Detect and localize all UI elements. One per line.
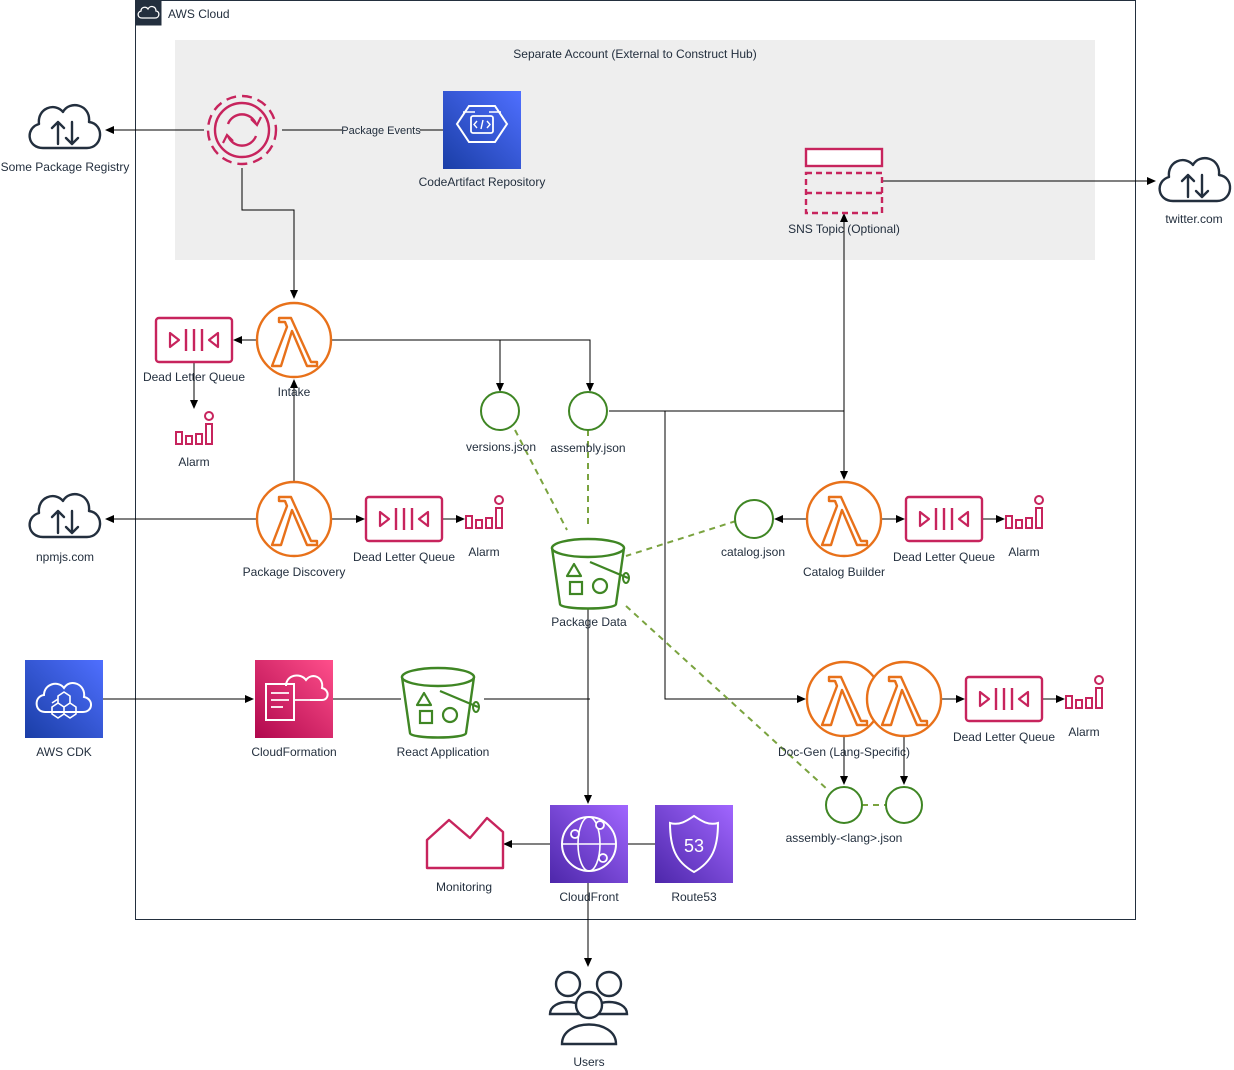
cloudformation-icon bbox=[255, 660, 333, 738]
lambda-icon bbox=[865, 660, 943, 738]
cloud-icon bbox=[137, 5, 160, 19]
aws-cdk-icon bbox=[25, 660, 103, 738]
versions-json-label: versions.json bbox=[466, 440, 536, 454]
catalog-alarm-label: Alarm bbox=[1008, 545, 1039, 559]
docgen-alarm-label: Alarm bbox=[1068, 725, 1099, 739]
aws-cloud-group bbox=[135, 0, 1136, 920]
users-label: Users bbox=[573, 1055, 604, 1069]
alarm-icon bbox=[1065, 675, 1104, 709]
queue-icon bbox=[154, 316, 234, 364]
twitter-label: twitter.com bbox=[1165, 212, 1222, 226]
catalog-builder-label: Catalog Builder bbox=[803, 565, 885, 579]
sns-topic-label: SNS Topic (Optional) bbox=[788, 222, 900, 236]
queue-icon bbox=[364, 495, 444, 543]
edge-intake-to-assembly bbox=[332, 339, 594, 392]
assoc-lang-data bbox=[625, 605, 829, 791]
route53-label: Route53 bbox=[671, 890, 717, 904]
monitoring-label: Monitoring bbox=[436, 880, 492, 894]
cloudformation-label: CloudFormation bbox=[251, 745, 336, 759]
aws-cdk-label: AWS CDK bbox=[36, 745, 92, 759]
package-events-label: Package Events bbox=[341, 125, 421, 137]
npmjs-label: npmjs.com bbox=[36, 550, 94, 564]
codeartifact-icon bbox=[443, 91, 521, 169]
lambda-icon bbox=[255, 480, 333, 558]
edge-gear-to-intake bbox=[241, 168, 298, 299]
alarm-icon bbox=[465, 495, 504, 529]
catalog-dlq-label: Dead Letter Queue bbox=[893, 550, 995, 564]
users-icon bbox=[548, 970, 629, 1046]
route53-badge-text: 53 bbox=[684, 836, 704, 856]
react-app-label: React Application bbox=[397, 745, 490, 759]
connectors bbox=[103, 126, 1156, 967]
intake-dlq-label: Dead Letter Queue bbox=[143, 370, 245, 384]
package-events-label-bg bbox=[342, 123, 420, 137]
cloudfront-icon bbox=[550, 805, 628, 883]
separate-account-group bbox=[175, 40, 1095, 260]
cloud-download-icon bbox=[28, 492, 102, 539]
cloud-download-icon bbox=[1158, 156, 1232, 203]
assembly-lang-json-object bbox=[825, 786, 863, 824]
some-registry-label: Some Package Registry bbox=[1, 160, 130, 174]
codeartifact-label: CodeArtifact Repository bbox=[419, 175, 546, 189]
aws-cloud-badge bbox=[135, 0, 162, 26]
intake-alarm-label: Alarm bbox=[178, 455, 209, 469]
lambda-icon bbox=[805, 480, 883, 558]
assembly-lang-json-label: assembly-<lang>.json bbox=[786, 831, 903, 845]
assoc-catalog-data bbox=[625, 520, 737, 557]
discovery-dlq-label: Dead Letter Queue bbox=[353, 550, 455, 564]
data-associations bbox=[514, 429, 886, 806]
discovery-alarm-label: Alarm bbox=[468, 545, 499, 559]
s3-bucket-icon bbox=[400, 666, 481, 739]
s3-bucket-icon bbox=[550, 537, 631, 610]
docgen-dlq-label: Dead Letter Queue bbox=[953, 730, 1055, 744]
sns-topic-icon bbox=[804, 147, 884, 215]
cloud-download-icon bbox=[28, 103, 102, 150]
edge-assembly-to-docgen bbox=[664, 411, 806, 703]
intake-label: Intake bbox=[278, 385, 311, 399]
cloudfront-label: CloudFront bbox=[559, 890, 619, 904]
route53-icon: 53 bbox=[655, 805, 733, 883]
queue-icon bbox=[964, 675, 1044, 723]
monitoring-chart-icon bbox=[425, 816, 505, 870]
assembly-lang-json-object bbox=[885, 786, 923, 824]
assembly-json-label: assembly.json bbox=[550, 441, 625, 455]
package-data-label: Package Data bbox=[551, 615, 627, 629]
separate-account-title: Separate Account (External to Construct … bbox=[513, 47, 756, 61]
lambda-icon bbox=[255, 301, 333, 379]
package-discovery-label: Package Discovery bbox=[243, 565, 346, 579]
aws-cloud-title: AWS Cloud bbox=[168, 7, 230, 21]
edge-assembly-to-catalog bbox=[609, 410, 848, 480]
docgen-label: Doc-Gen (Lang-Specific) bbox=[778, 745, 910, 759]
alarm-icon bbox=[1005, 495, 1044, 529]
assembly-json-object bbox=[568, 391, 608, 431]
catalog-json-label: catalog.json bbox=[721, 545, 785, 559]
alarm-icon bbox=[175, 411, 214, 445]
versions-json-object bbox=[480, 391, 520, 431]
event-gear-icon bbox=[206, 94, 278, 166]
queue-icon bbox=[904, 495, 984, 543]
catalog-json-object bbox=[734, 499, 774, 539]
assoc-versions-data bbox=[514, 429, 568, 531]
